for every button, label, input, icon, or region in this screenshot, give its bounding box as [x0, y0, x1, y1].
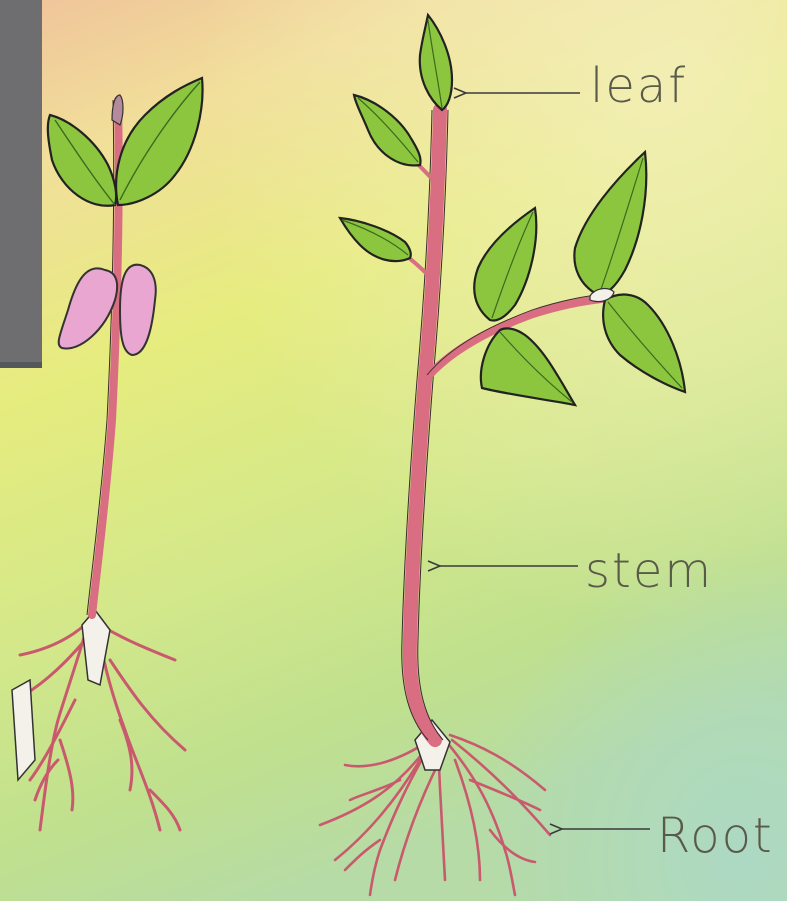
grey-strip-shadow — [0, 362, 42, 368]
grey-paper-strip — [0, 0, 42, 365]
root-label: Root — [657, 808, 774, 864]
leaf-label: leaf — [590, 58, 687, 114]
stem-label: stem — [585, 543, 713, 599]
